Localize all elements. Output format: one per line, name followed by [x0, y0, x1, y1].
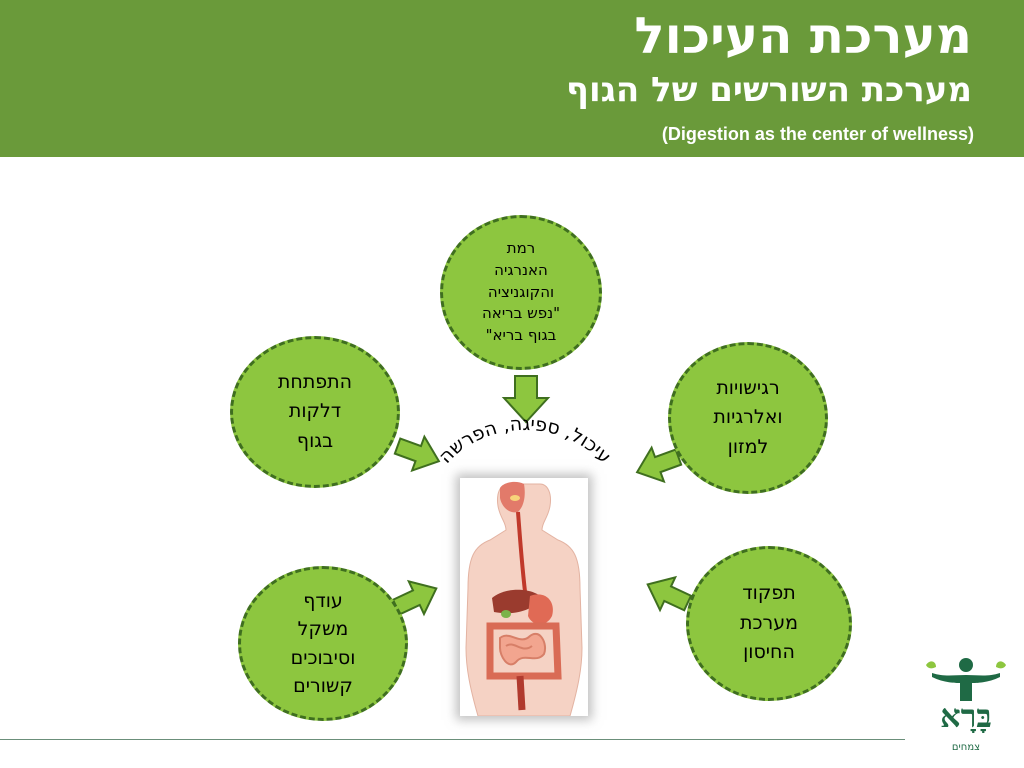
node-food-sensitivities-label: רגישויות ואלרגיות למזון	[713, 376, 783, 458]
node-food-sensitivities: רגישויות ואלרגיות למזון	[668, 342, 828, 494]
svg-text:עיכול, ספיגה, הפרשה: עיכול, ספיגה, הפרשה	[434, 413, 615, 468]
node-energy-cognition: רמת האנרגיה והקוגניציה "נפש בריאה בגוף ב…	[440, 215, 602, 370]
node-inflammation-label: התפתחת דלקות בגוף	[277, 370, 353, 452]
logo-subtitle: צמחים	[951, 742, 981, 753]
page-title: מערכת העיכול	[634, 7, 972, 65]
digestive-system-image	[460, 478, 588, 717]
page-tagline: (Digestion as the center of wellness)	[661, 124, 974, 144]
logo-wordmark: בָּרָא	[940, 697, 992, 735]
header-banner: מערכת העיכול מערכת השורשים של הגוף (Dige…	[0, 0, 1024, 157]
arrow-bottom-left-node	[391, 579, 438, 617]
arrow-right-node	[635, 445, 683, 484]
arrow-left-node	[393, 434, 441, 473]
node-energy-cognition-label: רמת האנרגיה והקוגניציה "נפש בריאה בגוף ב…	[482, 239, 560, 345]
node-immune-function: תפקוד מערכת החיסון	[686, 546, 852, 701]
node-inflammation: התפתחת דלקות בגוף	[230, 336, 400, 488]
node-overweight-label: עודף משקל וסיבוכים קשורים	[290, 589, 356, 698]
page-subtitle: מערכת השורשים של הגוף	[566, 70, 972, 110]
center-arc-label: עיכול, ספיגה, הפרשה	[434, 413, 615, 468]
footer-divider	[0, 739, 905, 740]
digestive-system-illustration	[465, 481, 583, 717]
center-arc-text: עיכול, ספיגה, הפרשה	[434, 413, 615, 468]
node-overweight: עודף משקל וסיבוכים קשורים	[238, 566, 408, 721]
logo-figure-icon	[926, 658, 1006, 701]
arrow-bottom-right-node	[646, 575, 693, 613]
arrow-down	[501, 375, 551, 424]
node-immune-function-label: תפקוד מערכת החיסון	[739, 582, 799, 664]
